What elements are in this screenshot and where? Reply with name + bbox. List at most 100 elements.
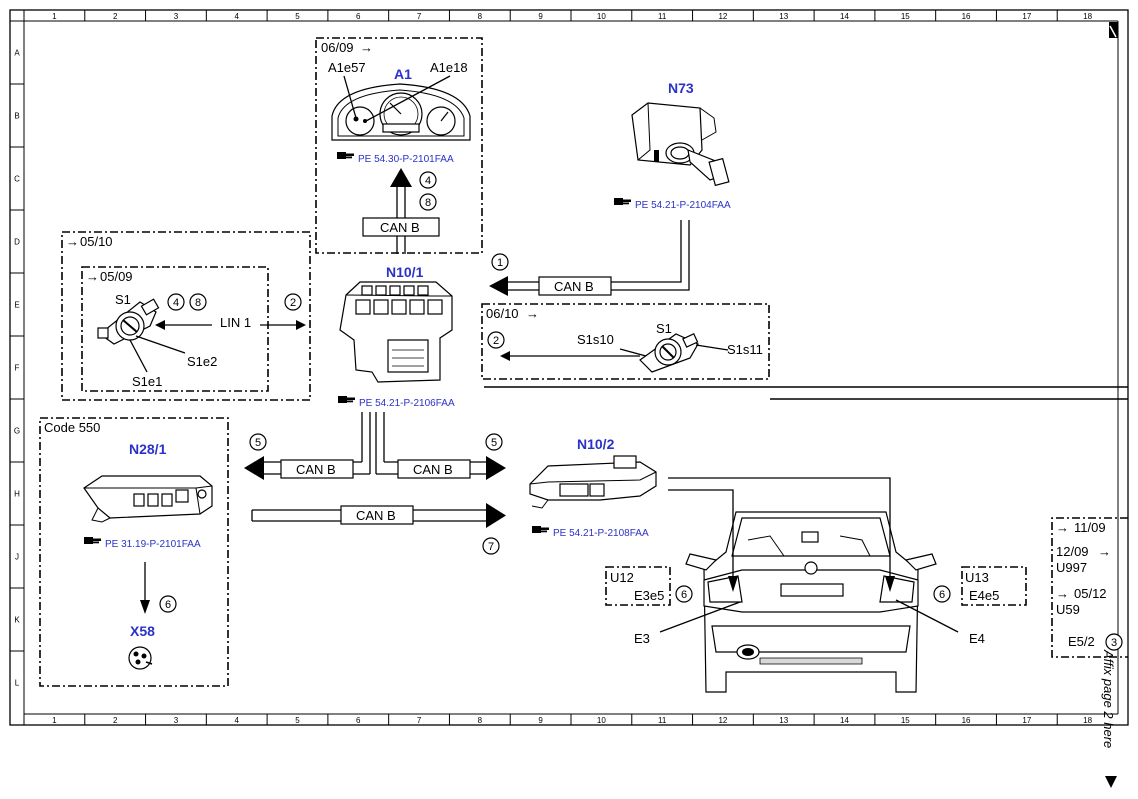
arrow-right-marker: → <box>86 269 99 284</box>
ruler-column-label: 3 <box>174 12 179 21</box>
lin-label: LIN 1 <box>220 315 251 330</box>
ruler-column-label: 3 <box>174 716 179 725</box>
u997-label: U997 <box>1056 560 1087 575</box>
svg-text:7: 7 <box>488 541 494 553</box>
ruler-column-label: 13 <box>779 12 788 21</box>
a1-label: A1 <box>394 66 412 82</box>
trailer-module-icon[interactable] <box>83 475 213 523</box>
code550-label: Code 550 <box>44 420 100 435</box>
svg-text:2: 2 <box>290 297 296 309</box>
ruler-column-label: 10 <box>597 12 606 21</box>
circle-2-s1-right: 2 <box>487 331 505 349</box>
n10-2-label: N10/2 <box>577 436 615 452</box>
ruler-row-label: D <box>14 238 20 247</box>
svg-text:6: 6 <box>681 589 687 601</box>
a1e57-leader <box>343 75 357 119</box>
circle-8-a1: 8 <box>419 193 437 211</box>
ruler-column-label: 16 <box>962 12 971 21</box>
u59-label: U59 <box>1056 602 1080 617</box>
n28-1-ref-text: PE 31.19-P-2101FAA <box>105 539 201 550</box>
ruler-row-label: E <box>14 301 19 310</box>
e5-2-label: E5/2 <box>1068 634 1095 649</box>
ruler-column-label: 7 <box>417 12 422 21</box>
ruler-row-label: J <box>15 553 19 562</box>
page-corner-icon <box>1109 22 1118 38</box>
s1-right-switch-icon[interactable] <box>639 333 699 373</box>
ruler-column-label: 12 <box>718 716 727 725</box>
ruler-column-label: 6 <box>356 12 361 21</box>
circle-6-x58: 6 <box>159 595 177 613</box>
u13-sub: E4e5 <box>969 588 999 603</box>
n28-1-ref-link[interactable]: PE 31.19-P-2101FAA <box>84 537 201 550</box>
circle-5-right: 5 <box>485 433 503 451</box>
u12-box <box>605 566 671 606</box>
ruler-column-label: 5 <box>295 12 300 21</box>
sam-module-icon[interactable] <box>339 281 453 383</box>
trailer-socket-icon[interactable] <box>128 646 153 670</box>
rear-sam-icon[interactable] <box>529 455 657 509</box>
s1-right-label: S1 <box>656 321 672 336</box>
a1e57-label: A1e57 <box>328 60 366 75</box>
arrow-right-marker: → <box>360 40 373 55</box>
can-a1-label: CAN B <box>380 220 420 235</box>
circle-1: 1 <box>491 253 509 271</box>
ruler-column-label: 17 <box>1022 12 1031 21</box>
arrow-right-marker: → <box>526 306 539 321</box>
ruler-column-label: 15 <box>901 716 910 725</box>
n10-2-lamp-lines <box>668 477 895 592</box>
reference-hand-icon <box>614 198 631 205</box>
s1s11-leader <box>695 344 729 351</box>
e3-leader <box>659 601 741 633</box>
down-triangle-icon <box>1105 776 1117 788</box>
svg-text:8: 8 <box>425 197 431 209</box>
ruler-column-label: 18 <box>1083 716 1092 725</box>
s1-left-switch-icon[interactable] <box>97 298 160 345</box>
n73-ref-link[interactable]: PE 54.21-P-2104FAA <box>614 198 731 211</box>
can-right-label: CAN B <box>413 462 453 477</box>
ruler-row-label: C <box>14 175 20 184</box>
n10-2-ref-link[interactable]: PE 54.21-P-2108FAA <box>532 526 649 539</box>
s1-inner-date: 05/09 <box>100 269 133 284</box>
can-long-label: CAN B <box>356 508 396 523</box>
ruler-column-label: 8 <box>478 716 483 725</box>
ruler-column-label: 14 <box>840 12 849 21</box>
svg-text:6: 6 <box>939 589 945 601</box>
ruler-column-label: 4 <box>234 716 239 725</box>
ignition-switch-icon[interactable] <box>631 102 730 187</box>
circle-7: 7 <box>482 537 500 555</box>
x58-down-arrow <box>140 562 150 614</box>
ruler-column-label: 9 <box>538 12 543 21</box>
svg-text:5: 5 <box>491 437 497 449</box>
svg-text:4: 4 <box>173 297 179 309</box>
a1-ref-link[interactable]: PE 54.30-P-2101FAA <box>337 152 454 165</box>
s1-inner-box <box>81 266 269 392</box>
can-left-box <box>280 459 354 479</box>
instrument-cluster-icon[interactable] <box>331 83 471 141</box>
ruler-column-label: 9 <box>538 716 543 725</box>
ruler-column-label: 13 <box>779 716 788 725</box>
ruler-column-label: 16 <box>962 716 971 725</box>
svg-text:8: 8 <box>195 297 201 309</box>
can-n73-box <box>538 276 612 296</box>
a1-date: 06/09 <box>321 40 354 55</box>
ruler-column-label: 17 <box>1022 716 1031 725</box>
e4-leader <box>895 599 959 633</box>
reference-hand-icon <box>532 526 549 533</box>
circle-4-a1: 4 <box>419 171 437 189</box>
s1-left-label: S1 <box>115 292 131 307</box>
n10-1-ref-link[interactable]: PE 54.21-P-2106FAA <box>338 396 455 409</box>
s1s10-label: S1s10 <box>577 332 614 347</box>
ruler-column-label: 14 <box>840 716 849 725</box>
circle-8-s1: 8 <box>189 293 207 311</box>
s1e1-leader <box>129 339 148 373</box>
ruler-row-label: G <box>14 427 20 436</box>
car-rear-icon[interactable] <box>685 511 937 693</box>
ruler-column-label: 6 <box>356 716 361 725</box>
x58-label: X58 <box>130 623 155 639</box>
svg-text:1: 1 <box>497 257 503 269</box>
u12-sub: E3e5 <box>634 588 664 603</box>
can-left-label: CAN B <box>296 462 336 477</box>
n10-1-ref-text: PE 54.21-P-2106FAA <box>359 398 455 409</box>
